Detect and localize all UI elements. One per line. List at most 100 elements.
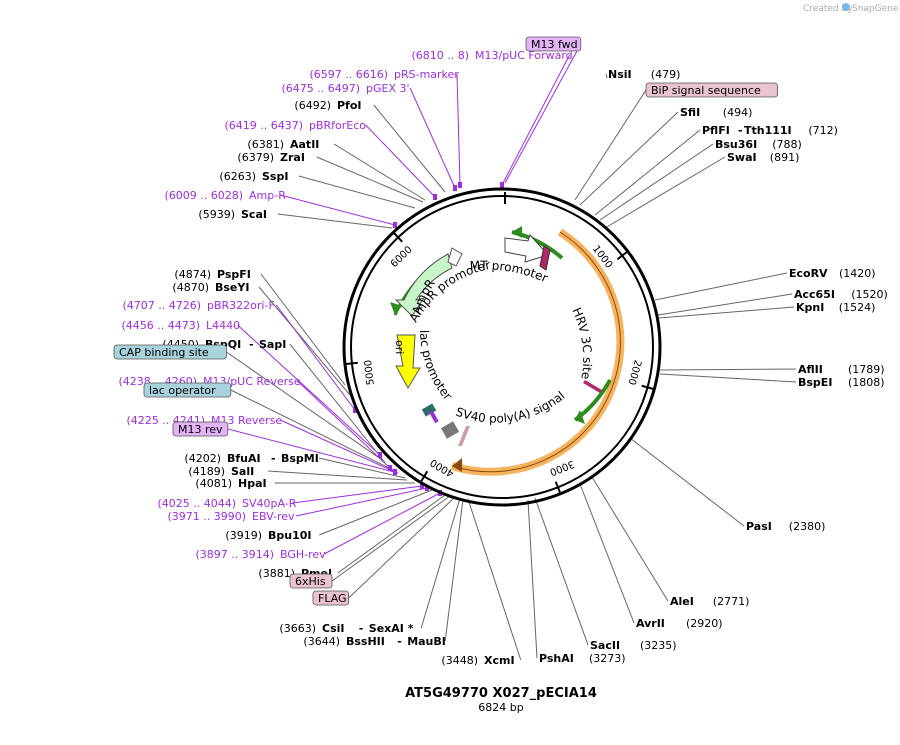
site-label-right: NsiI(479) — [608, 68, 680, 81]
sv40-polya-label: SV40 poly(A) signal — [454, 389, 567, 426]
leader-line — [420, 497, 461, 629]
site-label-left: (4025 .. 4044) SV40pA-R — [157, 497, 296, 510]
leader-line — [226, 351, 386, 463]
leader-line — [504, 43, 582, 184]
leader-line — [373, 104, 446, 193]
site-label-right: SwaI(891) — [727, 151, 799, 164]
feature-box-label: 6xHis — [295, 575, 326, 588]
enzyme-name: AatII — [290, 138, 319, 151]
watermark-brand: SnapGene — [852, 4, 899, 14]
enzyme-name: BseYI — [215, 281, 249, 294]
enzyme-separator: - — [271, 452, 276, 465]
enzyme-name-2: SexAI * — [369, 622, 414, 635]
enzyme-name: AflII — [798, 363, 823, 376]
leader-line — [323, 492, 441, 555]
site-label-right: BspEI(1808) — [798, 376, 885, 389]
enzyme-position: (1420) — [839, 267, 876, 280]
leader-line — [657, 293, 793, 316]
enzyme-position: (4189) — [188, 465, 225, 478]
enzyme-name: HpaI — [238, 477, 267, 490]
site-label-left: (6379)ZraI — [237, 151, 305, 164]
enzyme-position: (6381) — [247, 138, 284, 151]
enzyme-position: (3273) — [589, 652, 626, 665]
site-label-right: AvrII(2920) — [636, 617, 723, 630]
leader-line — [280, 419, 396, 473]
leader-line — [230, 389, 394, 471]
primer-name: L4440 — [206, 319, 240, 332]
leader-lines — [226, 43, 797, 661]
feature-box — [172, 421, 229, 437]
tick-mark — [392, 231, 403, 243]
feature-box — [113, 344, 227, 360]
site-label-left: CAP binding site — [113, 344, 227, 360]
site-label-left: (6381) AatII — [247, 138, 319, 151]
tick-mark — [554, 481, 562, 495]
primer-name: pBRforEco — [309, 119, 366, 132]
site-label-left: (4189)SalI — [188, 465, 254, 478]
enzyme-name: CsiI — [322, 622, 344, 635]
tick-mark — [344, 361, 358, 366]
arrow-green-top — [512, 226, 522, 238]
primer-name: BGH-rev — [280, 548, 326, 561]
leader-line — [337, 494, 446, 574]
leader-line — [659, 373, 797, 383]
primer-range: (6009 .. 6028) — [164, 189, 243, 202]
site-label-right: EcoRV(1420) — [789, 267, 876, 280]
site-label-left: (6419 .. 6437)pBRforEco — [224, 119, 366, 132]
site-label-right: BiP signal sequence — [645, 82, 779, 98]
primer-range: (3897 .. 3914) — [195, 548, 274, 561]
primer-name: Amp-R — [249, 189, 286, 202]
inner-features: MT promoter AmpR AmpR promoter lac promo… — [390, 192, 612, 446]
leader-line — [444, 498, 464, 642]
feature-box — [312, 590, 349, 606]
primer-site-marker — [393, 469, 397, 475]
enzyme-position: (3919) — [225, 529, 262, 542]
leader-line — [227, 428, 399, 474]
primer-name: M13 Reverse — [211, 414, 282, 427]
feature-box-label: M13 rev — [178, 423, 223, 436]
enzyme-name: PshAI — [539, 652, 574, 665]
enzyme-position: (4202) — [184, 452, 221, 465]
mt-promoter-arrow — [504, 234, 549, 263]
enzyme-position: (3235) — [640, 639, 677, 652]
primer-site-marker — [453, 185, 457, 191]
primer-site-marker — [500, 182, 504, 188]
enzyme-name: Bpu10I — [268, 529, 312, 542]
enzyme-position: (3881) — [258, 567, 295, 580]
backbone-outer-circle — [342, 187, 662, 507]
leader-line — [237, 324, 381, 456]
enzyme-name: PflFI — [702, 124, 730, 137]
leader-line — [295, 487, 428, 517]
leader-line — [277, 213, 393, 229]
tick-mark — [641, 384, 655, 391]
leader-line — [654, 272, 788, 301]
enzyme-position: (1524) — [839, 301, 876, 314]
primer-range: (4025 .. 4044) — [157, 497, 236, 510]
site-label-left: (3897 .. 3914) BGH-rev — [195, 548, 326, 561]
leader-line — [316, 156, 424, 203]
leader-line — [599, 143, 714, 221]
enzyme-position: (1520) — [851, 288, 888, 301]
leader-line — [629, 437, 745, 527]
primer-name: SV40pA-R — [242, 497, 297, 510]
leader-line — [280, 194, 396, 226]
plasmid-size: 6824 bp — [478, 701, 523, 714]
enzyme-separator: - — [738, 124, 743, 137]
site-label-left: (4081)HpaI — [195, 477, 266, 490]
enzyme-position: (1789) — [848, 363, 885, 376]
hrv-marker — [583, 380, 602, 393]
site-label-left: (3644)BssHII-MauBI — [303, 635, 445, 648]
enzyme-name: AleI — [670, 595, 694, 608]
enzyme-name: BfuAI — [227, 452, 261, 465]
site-label-left: (3919) Bpu10I — [225, 529, 311, 542]
ampr-promoter-arrow — [447, 247, 463, 267]
site-label-left: (6263)SspI — [219, 170, 288, 183]
sv40-block — [440, 421, 460, 439]
leader-line — [467, 498, 522, 661]
enzyme-name: ScaI — [241, 208, 267, 221]
leader-line — [292, 485, 423, 504]
site-label-left: (6009 .. 6028) Amp-R — [164, 189, 286, 202]
primer-site-marker — [458, 182, 462, 188]
enzyme-name-2: SapI — [259, 338, 286, 351]
